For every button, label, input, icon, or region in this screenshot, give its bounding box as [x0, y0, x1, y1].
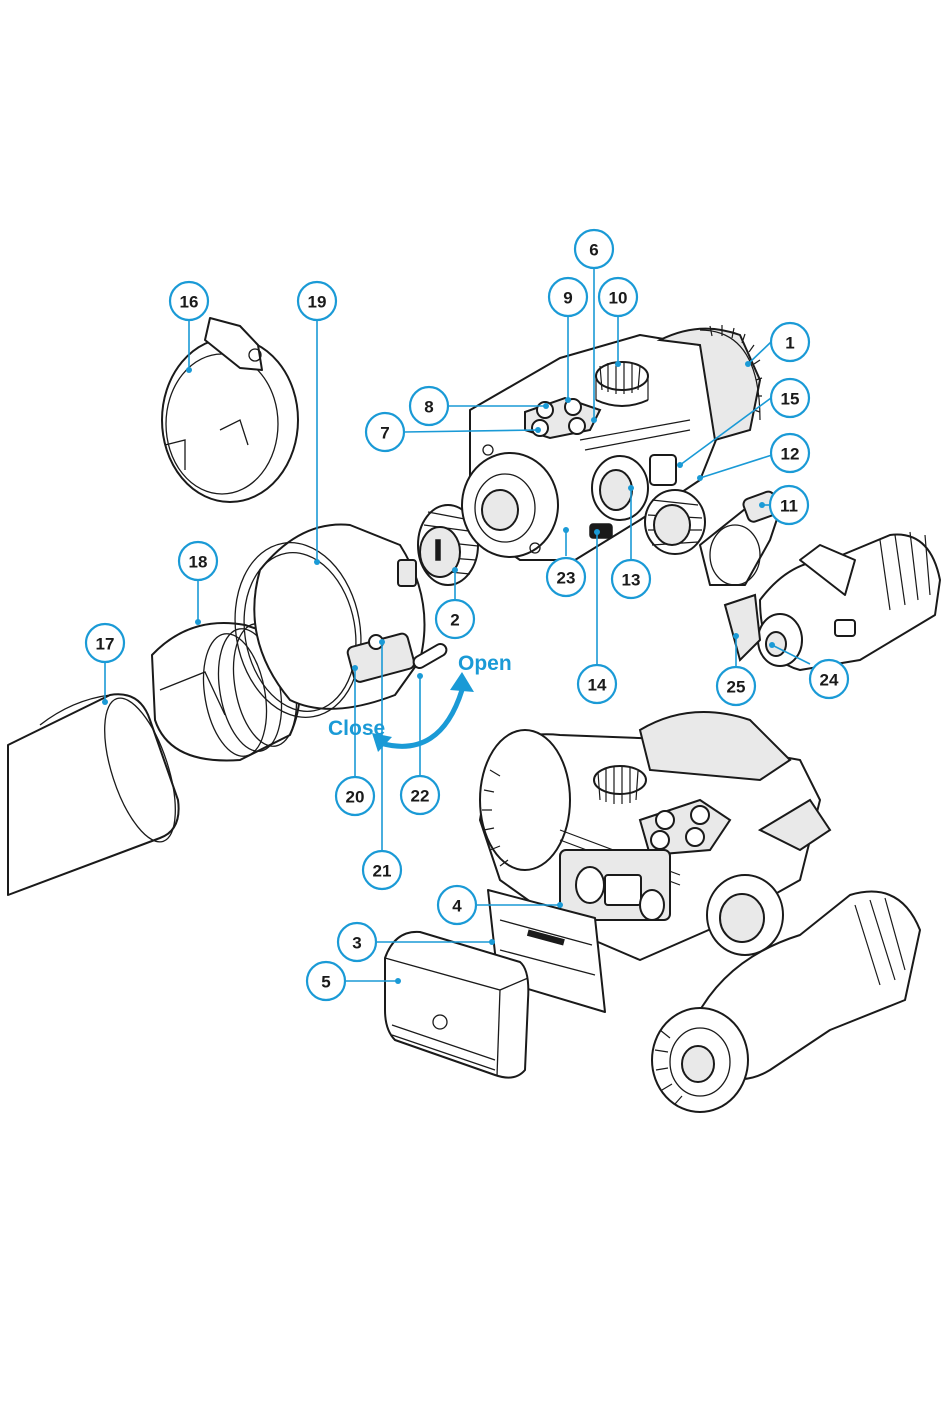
svg-text:21: 21: [373, 862, 392, 881]
svg-text:6: 6: [589, 241, 598, 260]
svg-text:18: 18: [189, 553, 208, 572]
callout-24: 24: [810, 660, 848, 698]
svg-text:14: 14: [588, 676, 607, 695]
callout-4: 4: [438, 886, 476, 924]
svg-text:1: 1: [785, 334, 794, 353]
callout-11: 11: [770, 486, 808, 524]
callout-12: 12: [771, 434, 809, 472]
svg-text:10: 10: [609, 289, 628, 308]
svg-text:11: 11: [780, 497, 798, 516]
main-unit-illustration: [462, 325, 762, 560]
callout-17: 17: [86, 624, 124, 662]
svg-text:8: 8: [424, 398, 433, 417]
callout-15: 15: [771, 379, 809, 417]
callout-6: 6: [575, 230, 613, 268]
svg-text:9: 9: [563, 289, 572, 308]
svg-text:3: 3: [352, 934, 361, 953]
callout-20: 20: [336, 777, 374, 815]
svg-text:5: 5: [321, 973, 330, 992]
svg-text:2: 2: [450, 611, 459, 630]
callout-9: 9: [549, 278, 587, 316]
callout-21: 21: [363, 851, 401, 889]
callout-16: 16: [170, 282, 208, 320]
cover-cap-illustration: [645, 490, 705, 554]
svg-text:7: 7: [380, 424, 389, 443]
svg-text:20: 20: [346, 788, 365, 807]
svg-text:13: 13: [622, 571, 641, 590]
callout-18: 18: [179, 542, 217, 580]
svg-text:19: 19: [308, 293, 327, 312]
callout-8: 8: [410, 387, 448, 425]
callout-10: 10: [599, 278, 637, 316]
callout-1: 1: [771, 323, 809, 361]
callout-13: 13: [612, 560, 650, 598]
svg-text:22: 22: [411, 787, 430, 806]
callout-3: 3: [338, 923, 376, 961]
callout-19: 19: [298, 282, 336, 320]
callout-5: 5: [307, 962, 345, 1000]
callout-14: 14: [578, 665, 616, 703]
svg-text:25: 25: [727, 678, 746, 697]
lens-cap-illustration: [162, 318, 298, 502]
svg-text:15: 15: [781, 390, 800, 409]
svg-text:12: 12: [781, 445, 800, 464]
open-label: Open: [458, 652, 512, 675]
svg-text:4: 4: [452, 897, 462, 916]
callout-23: 23: [547, 558, 585, 596]
callout-2: 2: [436, 600, 474, 638]
adapter-plate-illustration: [700, 490, 780, 585]
svg-text:23: 23: [557, 569, 576, 588]
svg-text:16: 16: [180, 293, 199, 312]
callout-25: 25: [717, 667, 755, 705]
callout-22: 22: [401, 776, 439, 814]
close-label: Close: [328, 717, 385, 740]
svg-text:17: 17: [96, 635, 115, 654]
svg-text:24: 24: [820, 671, 839, 690]
callout-7: 7: [366, 413, 404, 451]
